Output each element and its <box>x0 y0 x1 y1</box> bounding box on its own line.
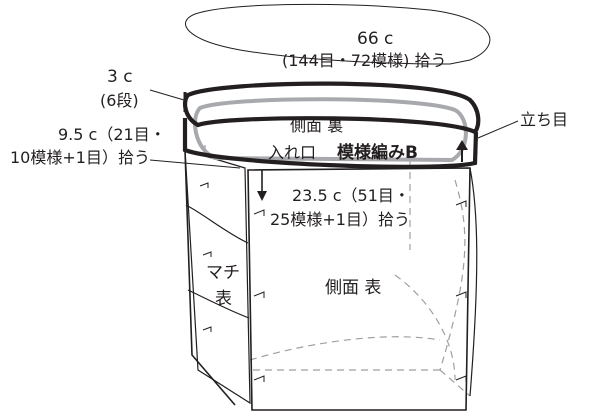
arrow-down <box>257 170 267 201</box>
standing-stitch-label: 立ち目 <box>520 110 568 129</box>
left-outer-line <box>184 149 236 406</box>
side-back-label: 側面 裏 <box>290 116 343 135</box>
side-front-label: 側面 表 <box>325 278 381 298</box>
opening-pattern-label: 模様編みB <box>337 142 418 163</box>
rim-count-label: 3 c <box>107 67 133 87</box>
front-count-line1: 23.5 c（51目・ <box>292 186 410 205</box>
stitch-marks <box>199 182 467 382</box>
rim-rows-label: (6段) <box>100 91 139 110</box>
top-callout-loop <box>185 3 491 65</box>
opening-prefix-label: 入れ口 <box>268 143 316 162</box>
gusset-panel <box>184 149 251 405</box>
front-count-line2: 25模様+1目）拾う <box>270 210 410 229</box>
top-detail-label: (144目・72模様) 拾う <box>282 51 446 70</box>
inner-rim <box>193 97 468 163</box>
side-count-line1: 9.5 c（21目・ <box>58 125 166 144</box>
arrow-up <box>456 140 468 162</box>
side-count-line2: 10模様+1目）拾う <box>10 148 150 167</box>
rim-ticks <box>183 92 478 154</box>
gusset-label-line2: 表 <box>215 289 232 309</box>
gusset-label-line1: マチ <box>206 263 240 283</box>
leader-lines <box>149 89 519 169</box>
gusset-curves <box>185 204 250 319</box>
right-back-edge <box>469 167 478 397</box>
top-count-label: 66 c <box>357 29 393 49</box>
outer-rim-band <box>182 118 479 169</box>
